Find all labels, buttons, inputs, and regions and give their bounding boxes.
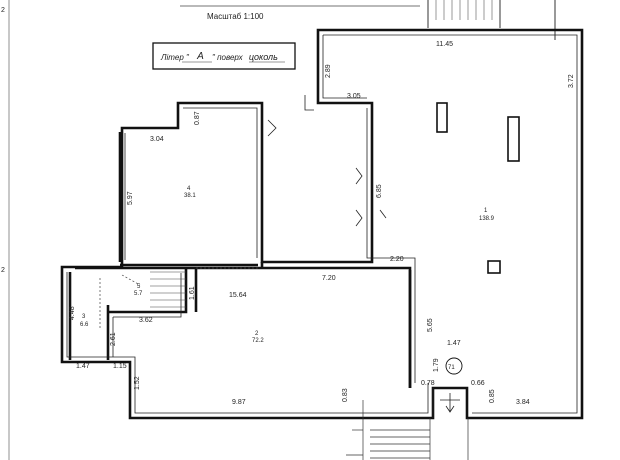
dim-2-20: 2.20 <box>390 256 404 263</box>
interior-details <box>66 34 578 418</box>
dim-0-66: 0.66 <box>471 380 485 387</box>
room-5-number: 5 <box>137 284 141 290</box>
dim-0-85: 0.85 <box>489 389 496 403</box>
room-4-area: 38.1 <box>184 193 196 199</box>
margin-mark-top: 2 <box>1 7 5 14</box>
dim-3-84: 3.84 <box>516 399 530 406</box>
dimension-labels: 11.45 3.72 2.89 3.05 6.85 2.20 0.87 3.04… <box>69 41 575 406</box>
dim-11-45: 11.45 <box>436 41 453 48</box>
outer-stairs <box>346 400 469 460</box>
dim-5-97: 5.97 <box>127 191 134 205</box>
room-1-number: 1 <box>484 208 488 214</box>
dim-2-61: 2.61 <box>110 332 117 346</box>
column-2 <box>507 116 520 162</box>
dim-3-04: 3.04 <box>150 136 164 143</box>
room-3-area: 6.6 <box>80 322 89 328</box>
dim-0-87: 0.87 <box>194 111 201 125</box>
svg-text:Літер " А " повер: Літер " А " поверх цоколь <box>160 51 278 62</box>
dim-1-79: 1.79 <box>433 358 440 372</box>
column-1 <box>436 102 448 133</box>
dim-6-85: 6.85 <box>376 184 383 198</box>
dim-3-05: 3.05 <box>347 93 361 100</box>
room-4-number: 4 <box>187 186 191 192</box>
column-3 <box>487 260 501 274</box>
dim-3-72: 3.72 <box>568 74 575 88</box>
room-3-number: 3 <box>82 314 86 320</box>
room-2-number: 2 <box>255 331 259 337</box>
floor-value: цоколь <box>249 52 278 62</box>
dim-1-15: 1.15 <box>113 363 127 370</box>
liter-value: А <box>196 51 204 62</box>
dim-1-47-right: 1.47 <box>447 340 461 347</box>
dim-5-65: 5.65 <box>427 318 434 332</box>
circle-marker: 71 <box>445 357 463 375</box>
circle-marker-label: 71 <box>448 365 455 371</box>
room-1-area: 138.9 <box>479 216 495 222</box>
room-2-area: 72.2 <box>252 338 264 344</box>
dim-0-83: 0.83 <box>342 388 349 402</box>
scale-label: Масштаб 1:100 <box>207 12 264 21</box>
dim-2-89: 2.89 <box>325 64 332 78</box>
room-labels: 1 138.9 2 72.2 3 6.6 4 38.1 5 5.7 <box>80 186 495 344</box>
room-5-area: 5.7 <box>134 291 143 297</box>
dim-0-78: 0.78 <box>421 380 435 387</box>
margin-mark-bottom: 2 <box>1 267 5 274</box>
dim-7-20: 7.20 <box>322 275 336 282</box>
left-margin: 2 2 <box>1 0 10 460</box>
dim-4-48: 4.48 <box>69 306 76 320</box>
top-border <box>180 0 556 40</box>
liter-box: Літер " А " поверх цоколь <box>152 42 296 70</box>
dim-1-52: 1.52 <box>134 376 141 390</box>
dim-1-47-left: 1.47 <box>76 363 90 370</box>
floor-prefix: " поверх <box>212 53 244 62</box>
outer-walls <box>60 28 584 420</box>
dim-9-87: 9.87 <box>232 399 246 406</box>
dim-1-61: 1.61 <box>189 286 196 300</box>
dim-15-64: 15.64 <box>229 292 247 299</box>
dim-3-62: 3.62 <box>139 317 153 324</box>
liter-prefix: Літер " <box>160 53 190 62</box>
